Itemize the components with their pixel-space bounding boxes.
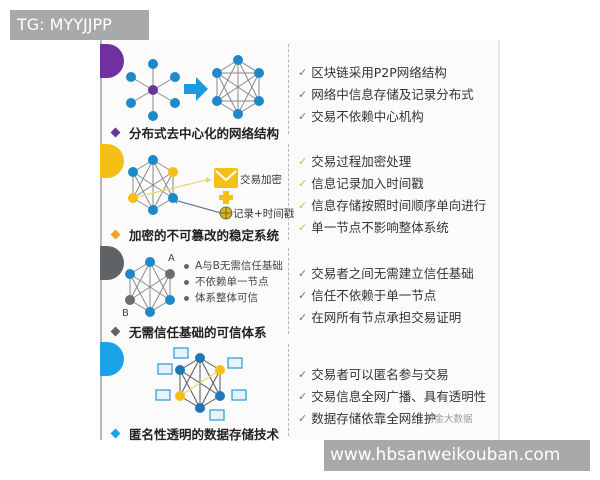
list-item: ✓单一节点不影响整体系统 — [298, 217, 486, 239]
feature-list: ✓区块链采用P2P网络结构 ✓网络中信息存储及记录分布式 ✓交易不依赖中心机构 — [298, 62, 474, 128]
section-divider — [288, 248, 289, 334]
list-item: ✓交易不依赖中心机构 — [298, 106, 474, 128]
check-icon: ✓ — [298, 412, 308, 425]
check-icon: ✓ — [298, 177, 308, 190]
feature-list: ✓交易者可以匿名参与交易 ✓交易信息全网广播、具有透明性 ✓数据存储依靠全网维护 — [298, 364, 486, 430]
list-item: A与B无需信任基础 — [184, 258, 283, 274]
check-icon: ✓ — [298, 221, 308, 234]
list-item: ✓交易过程加密处理 — [298, 151, 486, 173]
section-divider — [288, 344, 289, 436]
list-item: ✓区块链采用P2P网络结构 — [298, 62, 474, 84]
list-item: ✓信任不依赖于单一节点 — [298, 285, 474, 307]
dot-bullet-icon — [184, 279, 189, 285]
check-icon: ✓ — [298, 110, 308, 123]
record-timestamp-label: 记录+时间戳 — [233, 208, 295, 220]
list-item: 不依赖单一节点 — [184, 274, 283, 290]
check-icon: ✓ — [298, 66, 308, 79]
check-icon: ✓ — [298, 267, 308, 280]
centralized-to-p2p-network-icon — [126, 55, 264, 121]
check-icon: ✓ — [298, 311, 308, 324]
section-anonymous-storage: 匿名性透明的数据存储技术 ✓交易者可以匿名参与交易 ✓交易信息全网广播、具有透明… — [100, 340, 500, 443]
top-watermark-banner: TG: MYYJJPP — [10, 10, 149, 40]
diamond-bullet-icon — [110, 326, 121, 337]
infographic-panel: 分布式去中心化的网络结构 ✓区块链采用P2P网络结构 ✓网络中信息存储及记录分布… — [100, 40, 500, 443]
list-item: ✓网络中信息存储及记录分布式 — [298, 84, 474, 106]
diamond-bullet-icon — [110, 127, 121, 138]
list-item: ✓交易者可以匿名参与交易 — [298, 364, 486, 386]
brand-watermark: 财金大数据 — [425, 414, 473, 425]
feature-list: ✓交易者之间无需建立信任基础 ✓信任不依赖于单一节点 ✓在网所有节点承担交易证明 — [298, 263, 474, 329]
list-item: ✓数据存储依靠全网维护 — [298, 408, 486, 430]
dot-bullet-icon — [184, 263, 189, 269]
encrypt-label: 交易加密 — [240, 174, 282, 186]
list-item: 体系整体可信 — [184, 290, 283, 306]
anonymous-storage-network-icon — [155, 347, 247, 421]
list-item: ✓交易者之间无需建立信任基础 — [298, 263, 474, 285]
diamond-bullet-icon — [110, 428, 121, 439]
node-b-label: B — [122, 308, 129, 319]
check-icon: ✓ — [298, 155, 308, 168]
section-encrypted: 交易加密 记录+时间戳 加密的不可篡改的稳定系统 ✓交易过程加密处理 ✓信息记录… — [100, 140, 500, 244]
diamond-bullet-icon — [110, 229, 121, 240]
check-icon: ✓ — [298, 88, 308, 101]
check-icon: ✓ — [298, 368, 308, 381]
bottom-watermark-banner: www.hbsanweikouban.com — [324, 440, 590, 471]
section-divider — [288, 44, 289, 134]
section-title: 分布式去中心化的网络结构 — [110, 123, 279, 142]
section-decentralized: 分布式去中心化的网络结构 ✓区块链采用P2P网络结构 ✓网络中信息存储及记录分布… — [100, 40, 500, 142]
trustless-network-icon — [125, 257, 175, 317]
trust-bullet-list: A与B无需信任基础 不依赖单一节点 体系整体可信 — [184, 258, 283, 306]
list-item: ✓在网所有节点承担交易证明 — [298, 307, 474, 329]
dot-bullet-icon — [184, 295, 189, 301]
check-icon: ✓ — [298, 390, 308, 403]
section-divider — [288, 144, 289, 240]
section-title: 加密的不可篡改的稳定系统 — [110, 225, 279, 244]
check-icon: ✓ — [298, 199, 308, 212]
section-trustless: A B A与B无需信任基础 不依赖单一节点 体系整体可信 无需信任基础的可信体系… — [100, 244, 500, 341]
feature-list: ✓交易过程加密处理 ✓信息记录加入时间戳 ✓信息存储按照时间顺序单向进行 ✓单一… — [298, 151, 486, 239]
list-item: ✓信息记录加入时间戳 — [298, 173, 486, 195]
section-title: 匿名性透明的数据存储技术 — [110, 424, 279, 443]
encryption-network-icon — [128, 155, 238, 220]
list-item: ✓信息存储按照时间顺序单向进行 — [298, 195, 486, 217]
list-item: ✓交易信息全网广播、具有透明性 — [298, 386, 486, 408]
node-a-label: A — [168, 253, 175, 264]
section-title: 无需信任基础的可信体系 — [110, 322, 267, 341]
check-icon: ✓ — [298, 289, 308, 302]
